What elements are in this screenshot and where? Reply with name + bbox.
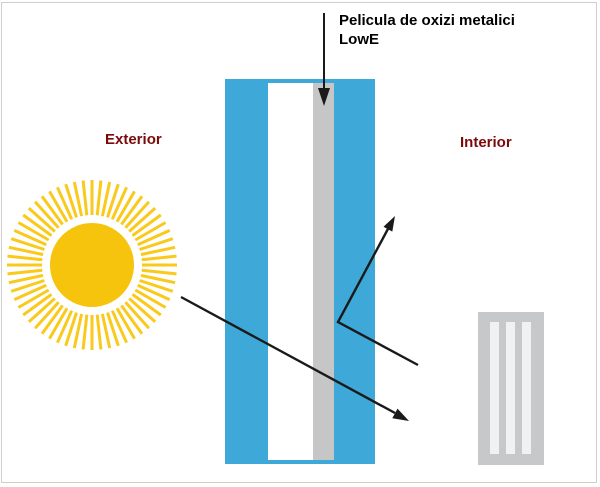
solar-transmission-arrow-icon (180, 295, 409, 421)
annotation-lowe-film: Pelicula de oxizi metalici LowE (339, 11, 515, 49)
interior-label: Interior (460, 134, 512, 151)
radiator-slat (522, 322, 531, 454)
lowe-film-pointer-arrow-icon (318, 13, 330, 106)
sun-rays-icon (7, 180, 177, 350)
radiator-slat (490, 322, 499, 454)
annotation-line2: LowE (339, 31, 379, 48)
radiator-icon (478, 312, 544, 465)
sun-icon (7, 180, 177, 350)
air-gap (268, 83, 313, 460)
exterior-label: Exterior (105, 131, 162, 148)
radiator-slat (506, 322, 515, 454)
lowe-film-layer (313, 83, 334, 460)
sun-core-icon (50, 223, 134, 307)
annotation-line1: Pelicula de oxizi metalici (339, 12, 515, 29)
heat-reflection-arrow-icon (336, 216, 419, 367)
